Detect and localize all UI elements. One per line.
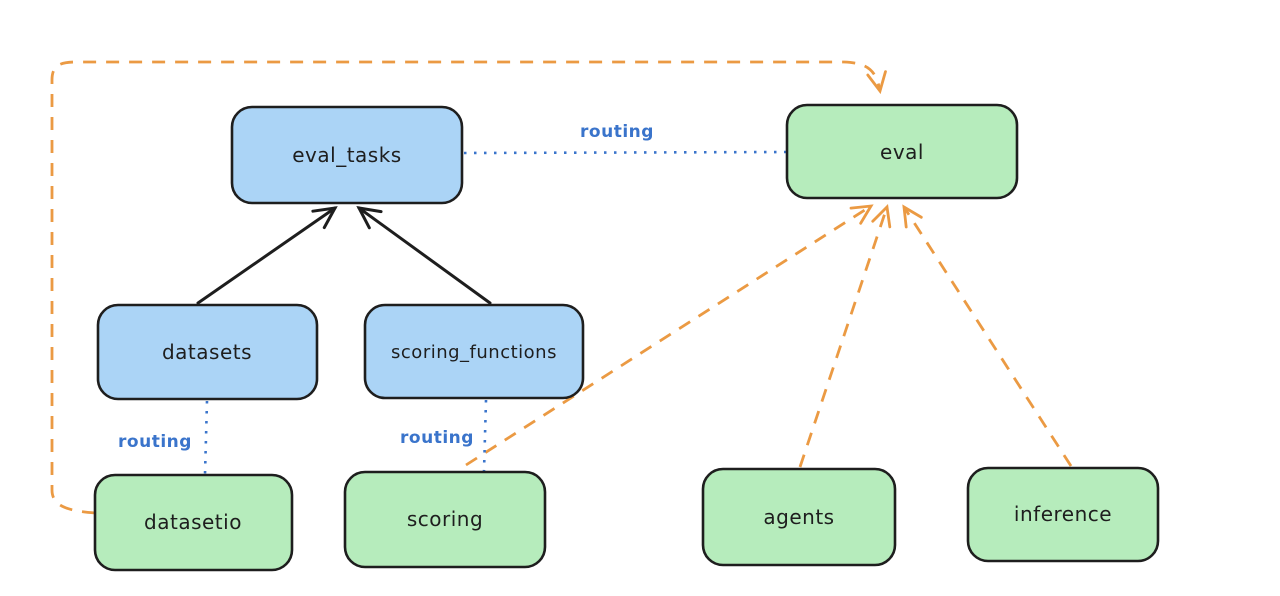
- edge-datasets-to-eval-tasks-arrow: [196, 206, 338, 305]
- node-scoring-label: scoring: [407, 507, 483, 531]
- node-datasetio: datasetio: [93, 473, 294, 572]
- node-eval-tasks: eval_tasks: [230, 105, 464, 205]
- edge-label-routing-datasetio: routing: [118, 432, 192, 452]
- node-eval: eval: [785, 103, 1019, 200]
- node-eval-tasks-label: eval_tasks: [292, 143, 401, 167]
- edge-eval-tasks-to-eval-routing-dotted: [463, 150, 787, 155]
- node-eval-box: [785, 103, 1019, 200]
- node-datasets-label: datasets: [162, 340, 252, 364]
- edge-label-routing-scoring: routing: [400, 428, 474, 448]
- edge-datasetio-to-eval-dashed-arrow: [50, 60, 887, 515]
- node-datasets: datasets: [96, 303, 319, 401]
- edge-agents-to-eval-dashed-arrow: [798, 204, 892, 468]
- node-scoring-functions-box: [363, 303, 585, 400]
- edge-scoring-functions-to-scoring-routing-dotted: [482, 399, 488, 472]
- node-eval-tasks-box: [230, 105, 464, 205]
- node-scoring-box: [343, 470, 547, 569]
- edge-scoring-to-eval-dashed-arrow: [465, 204, 874, 467]
- edge-label-routing-eval: routing: [580, 122, 654, 142]
- node-inference-box: [966, 466, 1160, 563]
- edge-datasets-to-datasetio-routing-dotted: [203, 400, 209, 475]
- node-agents-box: [701, 467, 897, 567]
- edge-inference-to-eval-dashed-arrow: [902, 204, 1073, 467]
- node-datasets-box: [96, 303, 319, 401]
- node-scoring: scoring: [343, 470, 547, 569]
- node-datasetio-box: [93, 473, 294, 572]
- node-scoring-functions-label: scoring_functions: [391, 342, 557, 363]
- node-agents: agents: [701, 467, 897, 567]
- node-inference-label: inference: [1014, 502, 1112, 526]
- node-inference: inference: [966, 466, 1160, 563]
- node-scoring-functions: scoring_functions: [363, 303, 585, 400]
- edge-scoring-functions-to-eval-tasks-arrow: [356, 206, 492, 305]
- node-eval-label: eval: [880, 140, 924, 164]
- node-datasetio-label: datasetio: [144, 510, 242, 534]
- node-agents-label: agents: [763, 505, 834, 529]
